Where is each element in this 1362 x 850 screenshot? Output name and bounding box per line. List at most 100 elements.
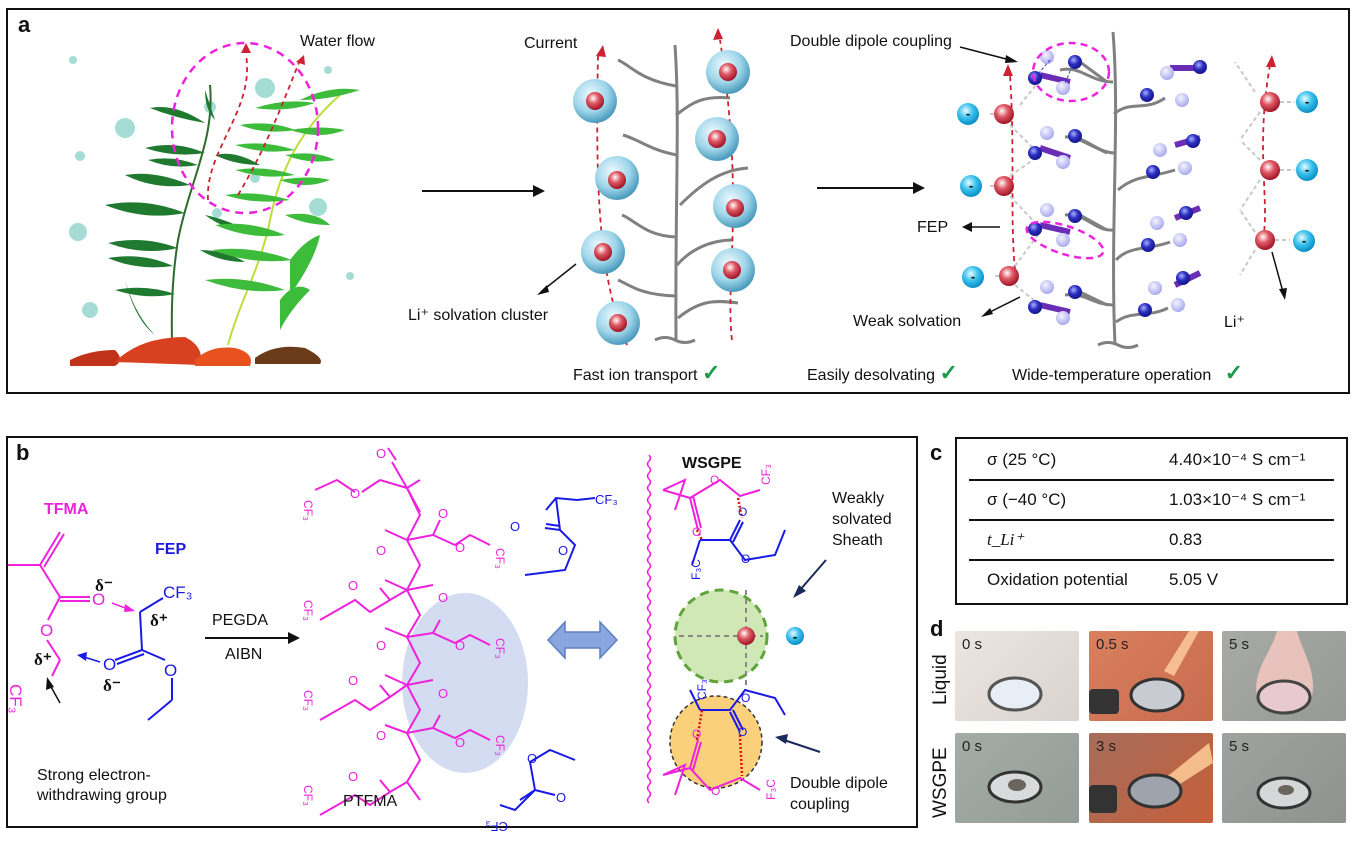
delta-minus-2: δ⁻ (103, 676, 121, 695)
svg-text:CF₃: CF₃ (493, 638, 507, 659)
wsgpe-structure: - OO OO OO OO CF₃ F₃C CF₃ F₃C (646, 454, 827, 804)
time-label: 5 s (1229, 738, 1250, 755)
svg-text:O: O (455, 735, 465, 750)
svg-text:O: O (692, 525, 701, 539)
svg-text:O: O (348, 673, 358, 688)
tfma-structure (8, 531, 90, 677)
svg-text:CF₃: CF₃ (493, 735, 507, 756)
photo-liquid-5s: 5 s (1222, 631, 1346, 721)
aibn-label: AIBN (225, 646, 263, 663)
li-solvation-cluster-label: Li⁺ solvation cluster (408, 307, 549, 324)
svg-text:O: O (376, 446, 386, 461)
svg-text:-: - (971, 269, 975, 284)
fep-label: FEP (917, 219, 949, 236)
photo-wsgpe-5s: 5 s (1222, 733, 1346, 823)
properties-table: σ (25 °C) 4.40×10⁻⁴ S cm⁻¹ σ (−40 °C) 1.… (955, 437, 1348, 605)
table-row: σ (−40 °C) 1.03×10⁻⁴ S cm⁻¹ (969, 479, 1334, 521)
polymer-comb-middle (617, 44, 749, 344)
ptfma-structure (314, 447, 491, 816)
svg-text:O: O (438, 590, 448, 605)
equilibrium-arrow (546, 620, 619, 660)
svg-text:O: O (376, 638, 386, 653)
svg-text:O: O (455, 638, 465, 653)
table-row: t_Li⁺ 0.83 (969, 519, 1334, 561)
svg-text:F₃C: F₃C (689, 559, 703, 580)
svg-text:O: O (692, 727, 701, 741)
polymer-comb-right: - - - - - - (957, 31, 1318, 349)
svg-text:O: O (103, 655, 116, 674)
ewg-label: Strong electron-withdrawing group (37, 767, 167, 804)
time-label: 0 s (962, 636, 983, 653)
svg-text:-: - (1302, 233, 1306, 248)
ptfma-label: PTFMA (343, 793, 398, 810)
svg-text:O: O (348, 769, 358, 784)
double-dipole-coupling-label: Double dipole coupling (790, 33, 952, 50)
photo-wsgpe-3s: 3 s (1089, 733, 1213, 823)
svg-text:CF₃: CF₃ (301, 600, 315, 621)
svg-text:-: - (966, 106, 970, 121)
svg-text:O: O (741, 691, 750, 705)
ion-current-paths (537, 28, 757, 346)
svg-text:-: - (1305, 162, 1309, 177)
solvation-cluster (573, 50, 757, 345)
svg-text:-: - (1305, 94, 1309, 109)
svg-text:O: O (711, 784, 720, 798)
pegda-label: PEGDA (212, 612, 269, 629)
property-value: 5.05 V (1169, 570, 1219, 589)
delta-plus-2: δ⁺ (34, 650, 52, 669)
fep-structure (114, 597, 173, 721)
row-label-wsgpe: WSGPE (930, 747, 951, 818)
fep-label-b: FEP (155, 541, 187, 558)
panel-d-label: d (930, 616, 944, 641)
current-label: Current (524, 35, 578, 52)
svg-text:O: O (348, 578, 358, 593)
check-icon: ✓ (701, 360, 721, 385)
svg-text:CF₃: CF₃ (301, 500, 315, 521)
svg-text:CF₃: CF₃ (595, 492, 618, 507)
panel-a-label: a (18, 12, 31, 37)
li-plus-label: Li⁺ (1224, 314, 1245, 331)
svg-text:O: O (350, 486, 360, 501)
panel-b-label: b (16, 440, 30, 465)
seaweed-illustration (69, 56, 360, 366)
transition-arrow-2 (817, 182, 925, 194)
svg-text:O: O (510, 519, 520, 534)
svg-text:-: - (969, 178, 973, 193)
property-name: Oxidation potential (987, 570, 1128, 589)
property-value: 1.03×10⁻⁴ S cm⁻¹ (1169, 490, 1306, 509)
fast-ion-transport-label: Fast ion transport ✓ (573, 360, 721, 385)
li-ions (994, 92, 1280, 286)
photo-liquid-0s: 0 s (955, 631, 1079, 721)
time-label: 0 s (962, 738, 983, 755)
svg-text:O: O (710, 473, 719, 487)
property-value: 0.83 (1169, 530, 1203, 549)
property-value: 4.40×10⁻⁴ S cm⁻¹ (1169, 450, 1306, 469)
check-icon: ✓ (939, 360, 958, 385)
svg-text:O: O (376, 543, 386, 558)
water-flow-label: Water flow (300, 33, 375, 50)
check-icon: ✓ (1224, 360, 1243, 385)
property-name: σ (−40 °C) (987, 490, 1067, 509)
svg-text:O: O (738, 725, 747, 739)
svg-text:O: O (558, 543, 568, 558)
wide-temperature-label: Wide-temperature operation ✓ (1012, 360, 1243, 385)
row-label-liquid: Liquid (930, 654, 951, 705)
table-row: Oxidation potential 5.05 V (969, 559, 1334, 599)
svg-text:O: O (455, 540, 465, 555)
svg-text:O: O (438, 506, 448, 521)
tfma-o: O (92, 590, 105, 609)
svg-text:O: O (741, 552, 750, 566)
photo-liquid-0-5s: 0.5 s (1089, 631, 1213, 721)
svg-text:CF₃: CF₃ (301, 690, 315, 711)
svg-text:O: O (376, 728, 386, 743)
svg-text:O: O (556, 790, 566, 805)
anions: - - - - - - (957, 91, 1318, 288)
delta-plus-1: δ⁺ (150, 611, 168, 630)
svg-text:CF₃: CF₃ (759, 464, 773, 485)
svg-text:O: O (527, 751, 537, 766)
tfma-label: TFMA (44, 501, 89, 518)
transition-arrow-1 (422, 185, 545, 197)
